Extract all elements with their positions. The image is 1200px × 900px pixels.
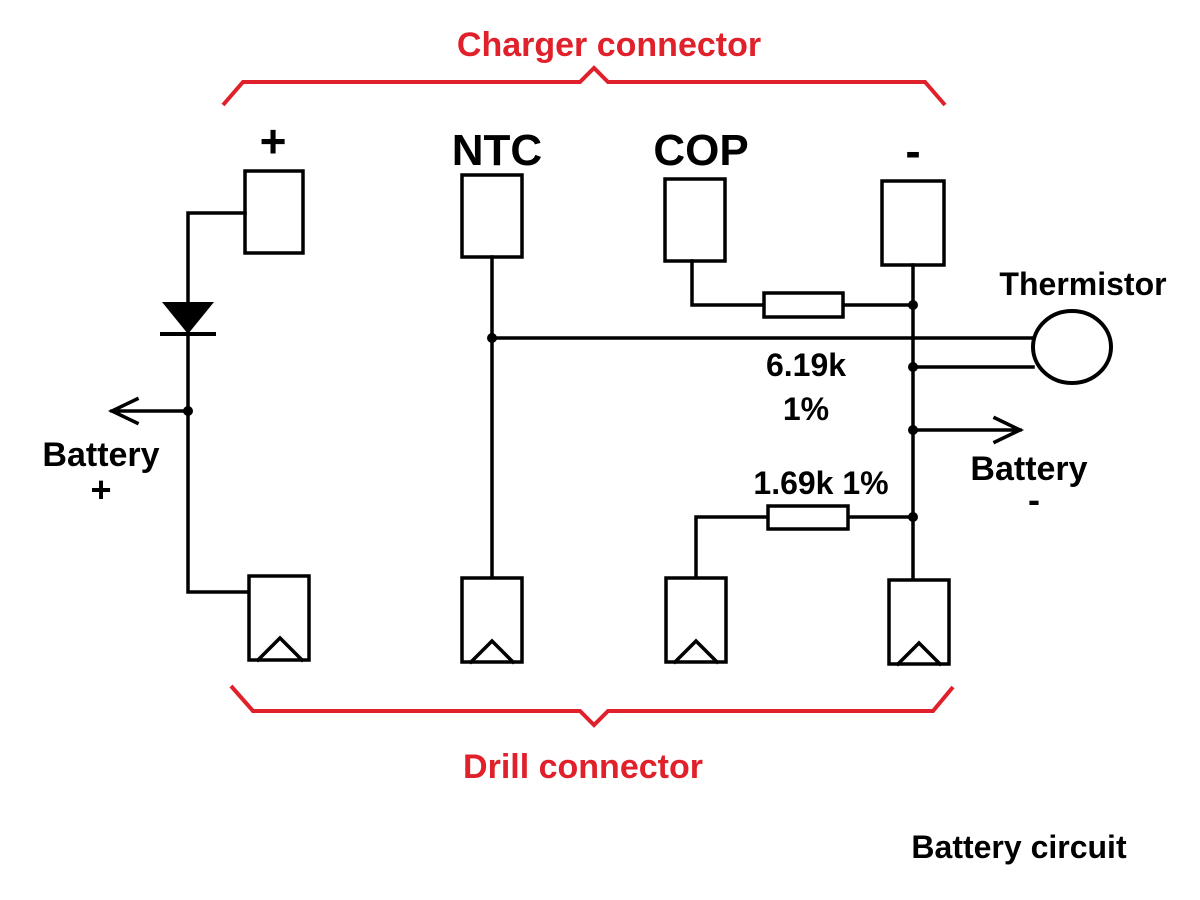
thermistor-icon	[1031, 309, 1113, 385]
charger-pin-plus	[243, 169, 305, 255]
resistor-6k19-value: 6.19k	[766, 347, 846, 383]
charger-connector-title: Charger connector	[457, 26, 761, 64]
junction-dot	[908, 425, 918, 435]
junction-dot	[908, 512, 918, 522]
battery-minus-arrow	[911, 415, 1025, 445]
drill-pin-minus	[887, 578, 951, 667]
drill-connector-title: Drill connector	[463, 748, 703, 786]
resistor-1k69-label: 1.69k 1%	[753, 465, 888, 501]
charger-connector-brace	[221, 65, 947, 107]
drill-pin-ntc	[460, 576, 524, 665]
diode-icon	[162, 302, 214, 334]
wire-cop	[690, 259, 915, 307]
resistor-1k69	[766, 504, 850, 531]
diagram-caption: Battery circuit	[911, 829, 1127, 865]
resistor-6k19-tolerance: 1%	[783, 391, 829, 427]
pin-label-cop: COP	[653, 126, 748, 175]
charger-pin-minus	[880, 179, 946, 267]
charger-pin-ntc	[460, 173, 524, 259]
drill-connector-brace	[229, 684, 955, 728]
pin-label-ntc: NTC	[452, 126, 542, 175]
drill-pin-cop	[664, 576, 728, 665]
pin-label-plus: +	[260, 115, 287, 167]
wire-lower-resistor	[694, 515, 915, 580]
resistor-6k19	[762, 291, 845, 319]
thermistor-label: Thermistor	[999, 266, 1166, 302]
battery-plus-sign: +	[90, 469, 111, 510]
battery-plus-arrow	[107, 396, 190, 426]
battery-plus-label: Battery	[42, 436, 159, 474]
junction-dot	[908, 300, 918, 310]
drill-pin-plus	[247, 574, 311, 663]
pin-label-minus: -	[905, 125, 920, 177]
charger-pin-cop	[663, 177, 727, 263]
junction-dot	[183, 406, 193, 416]
junction-dot	[908, 362, 918, 372]
wire-plus-rail	[186, 211, 251, 594]
junction-dot	[487, 333, 497, 343]
battery-minus-label: Battery	[970, 450, 1087, 488]
battery-minus-sign: -	[1028, 479, 1040, 520]
